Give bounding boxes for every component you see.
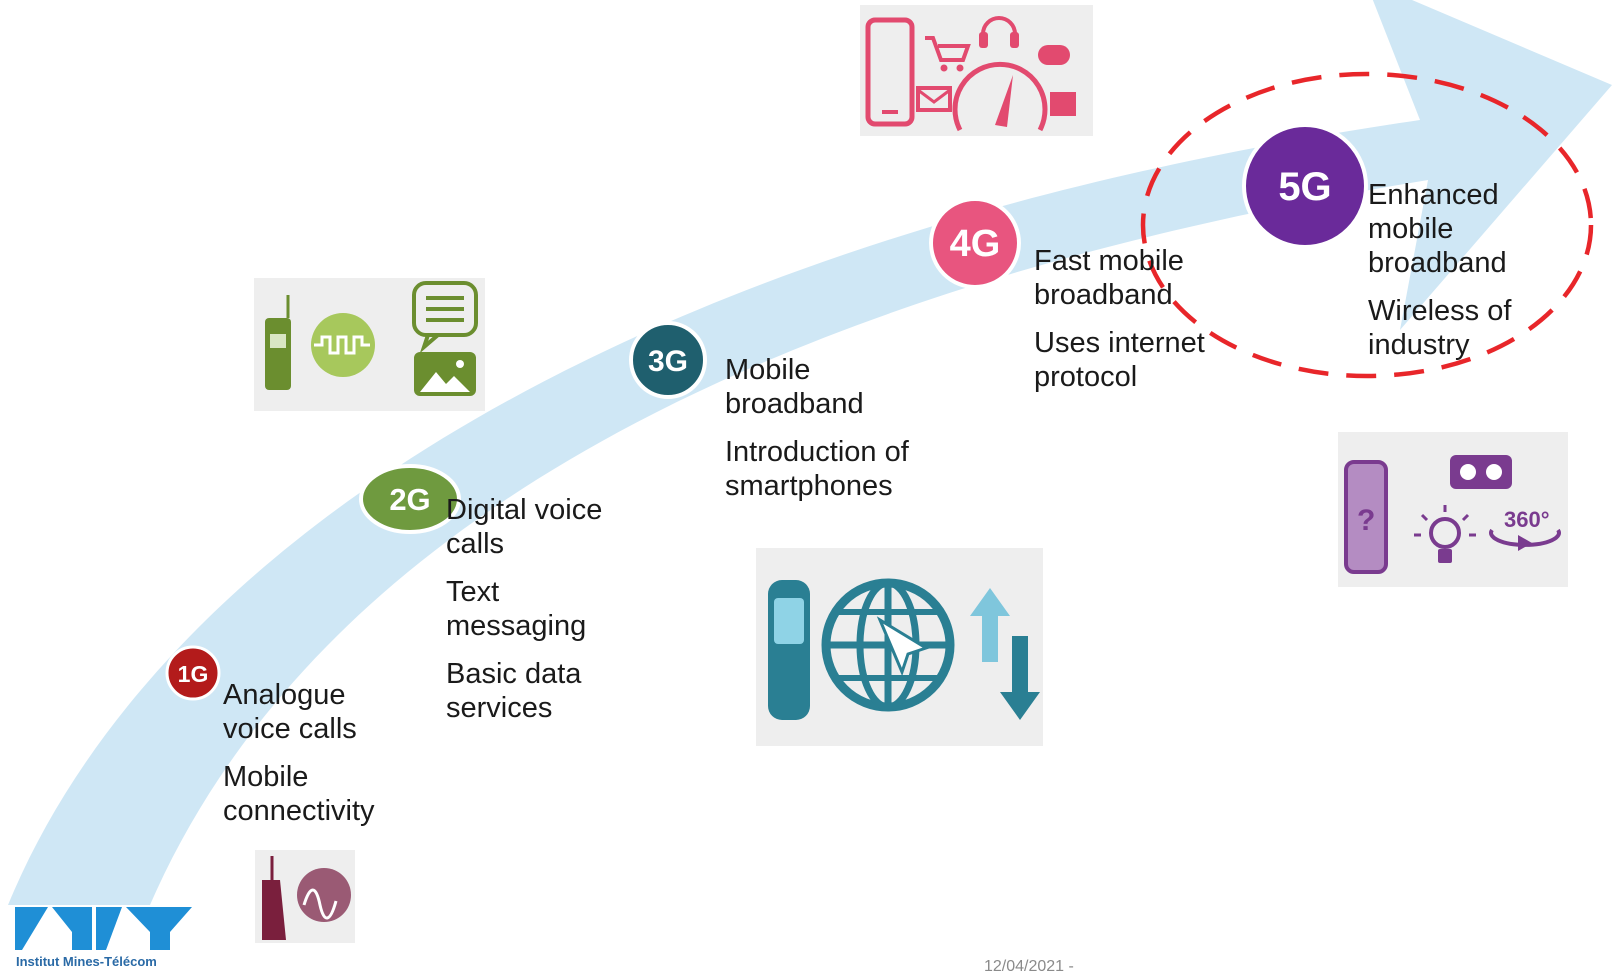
smart-bulb-icon: [1414, 505, 1476, 563]
feature-line: broadband: [725, 388, 864, 420]
brick-phone-icon: [262, 856, 286, 940]
2g-icon-panel: [254, 278, 485, 411]
3g-icon-panel: [756, 548, 1043, 746]
phone-icon: [865, 17, 915, 127]
phone-call-icon: [311, 313, 375, 377]
analog-wave-icon: [297, 868, 351, 922]
gamepad-icon: [1038, 45, 1070, 65]
footer-date: 12/04/2021 -: [984, 958, 1074, 975]
feature-line: Introduction of: [725, 436, 909, 468]
imt-logo: [15, 907, 192, 950]
feature-line: Fast mobile: [1034, 245, 1184, 277]
smartphone-icon: [768, 580, 810, 720]
feature-line: voice calls: [223, 713, 357, 745]
badge-4g: 4G: [929, 197, 1021, 289]
feature-line: Enhanced: [1368, 179, 1499, 211]
badge-4g-label: 4G: [950, 223, 1001, 265]
video-icon: [1050, 92, 1076, 116]
data-arrows-icon: [970, 588, 1040, 720]
picture-message-icon: [414, 352, 476, 396]
feature-line: mobile: [1368, 213, 1454, 245]
feature-line: Uses internet: [1034, 327, 1205, 359]
feature-line: calls: [446, 528, 505, 560]
feature-line: services: [446, 692, 553, 724]
badge-5g: 5G: [1242, 123, 1368, 249]
feature-line: Mobile: [223, 761, 309, 793]
feature-line: Digital voice: [446, 494, 603, 526]
feature-line: connectivity: [223, 795, 375, 827]
headphones-icon: [979, 16, 1019, 48]
1g-icon-panel: [255, 850, 355, 943]
badge-2g: 2G: [359, 464, 461, 534]
badge-1g: 1G: [165, 645, 221, 701]
vr-headset-icon: [1450, 455, 1512, 489]
cell-phone-icon: [265, 295, 291, 390]
feature-line: industry: [1368, 329, 1470, 361]
badge-2g-label: 2G: [389, 482, 430, 517]
badge-3g-label: 3G: [648, 345, 688, 378]
feature-line: Text: [446, 576, 500, 608]
360-video-icon: 360°: [1489, 507, 1561, 551]
cart-icon: [925, 36, 971, 72]
speedometer-icon: [952, 61, 1048, 132]
mail-icon: [916, 86, 952, 112]
smart-device-icon: ?: [1344, 460, 1388, 574]
feature-line: Basic data: [446, 658, 582, 690]
feature-line: protocol: [1034, 361, 1138, 393]
feature-line: messaging: [446, 610, 587, 642]
5g-highlight-ring: [1140, 71, 1594, 379]
360-label: 360°: [1504, 507, 1550, 532]
evolution-arrow: [8, 0, 1612, 905]
feature-line: Mobile: [725, 354, 811, 386]
4g-icon-panel: [860, 5, 1093, 136]
feature-line: broadband: [1034, 279, 1173, 311]
globe-cursor-icon: [821, 578, 955, 712]
badge-5g-label: 5G: [1278, 165, 1331, 209]
feature-line: smartphones: [725, 470, 893, 502]
unknown-device-label: ?: [1357, 504, 1375, 537]
chat-bubble-icon: [412, 281, 478, 354]
badge-1g-label: 1G: [178, 661, 209, 687]
imt-logo-text: Institut Mines-Télécom: [16, 954, 157, 969]
feature-line: Wireless of: [1368, 295, 1512, 327]
feature-line: broadband: [1368, 247, 1507, 279]
badge-3g: 3G: [629, 321, 707, 399]
feature-line: Analogue: [223, 679, 346, 711]
5g-icon-panel: ? 360°: [1338, 432, 1568, 587]
